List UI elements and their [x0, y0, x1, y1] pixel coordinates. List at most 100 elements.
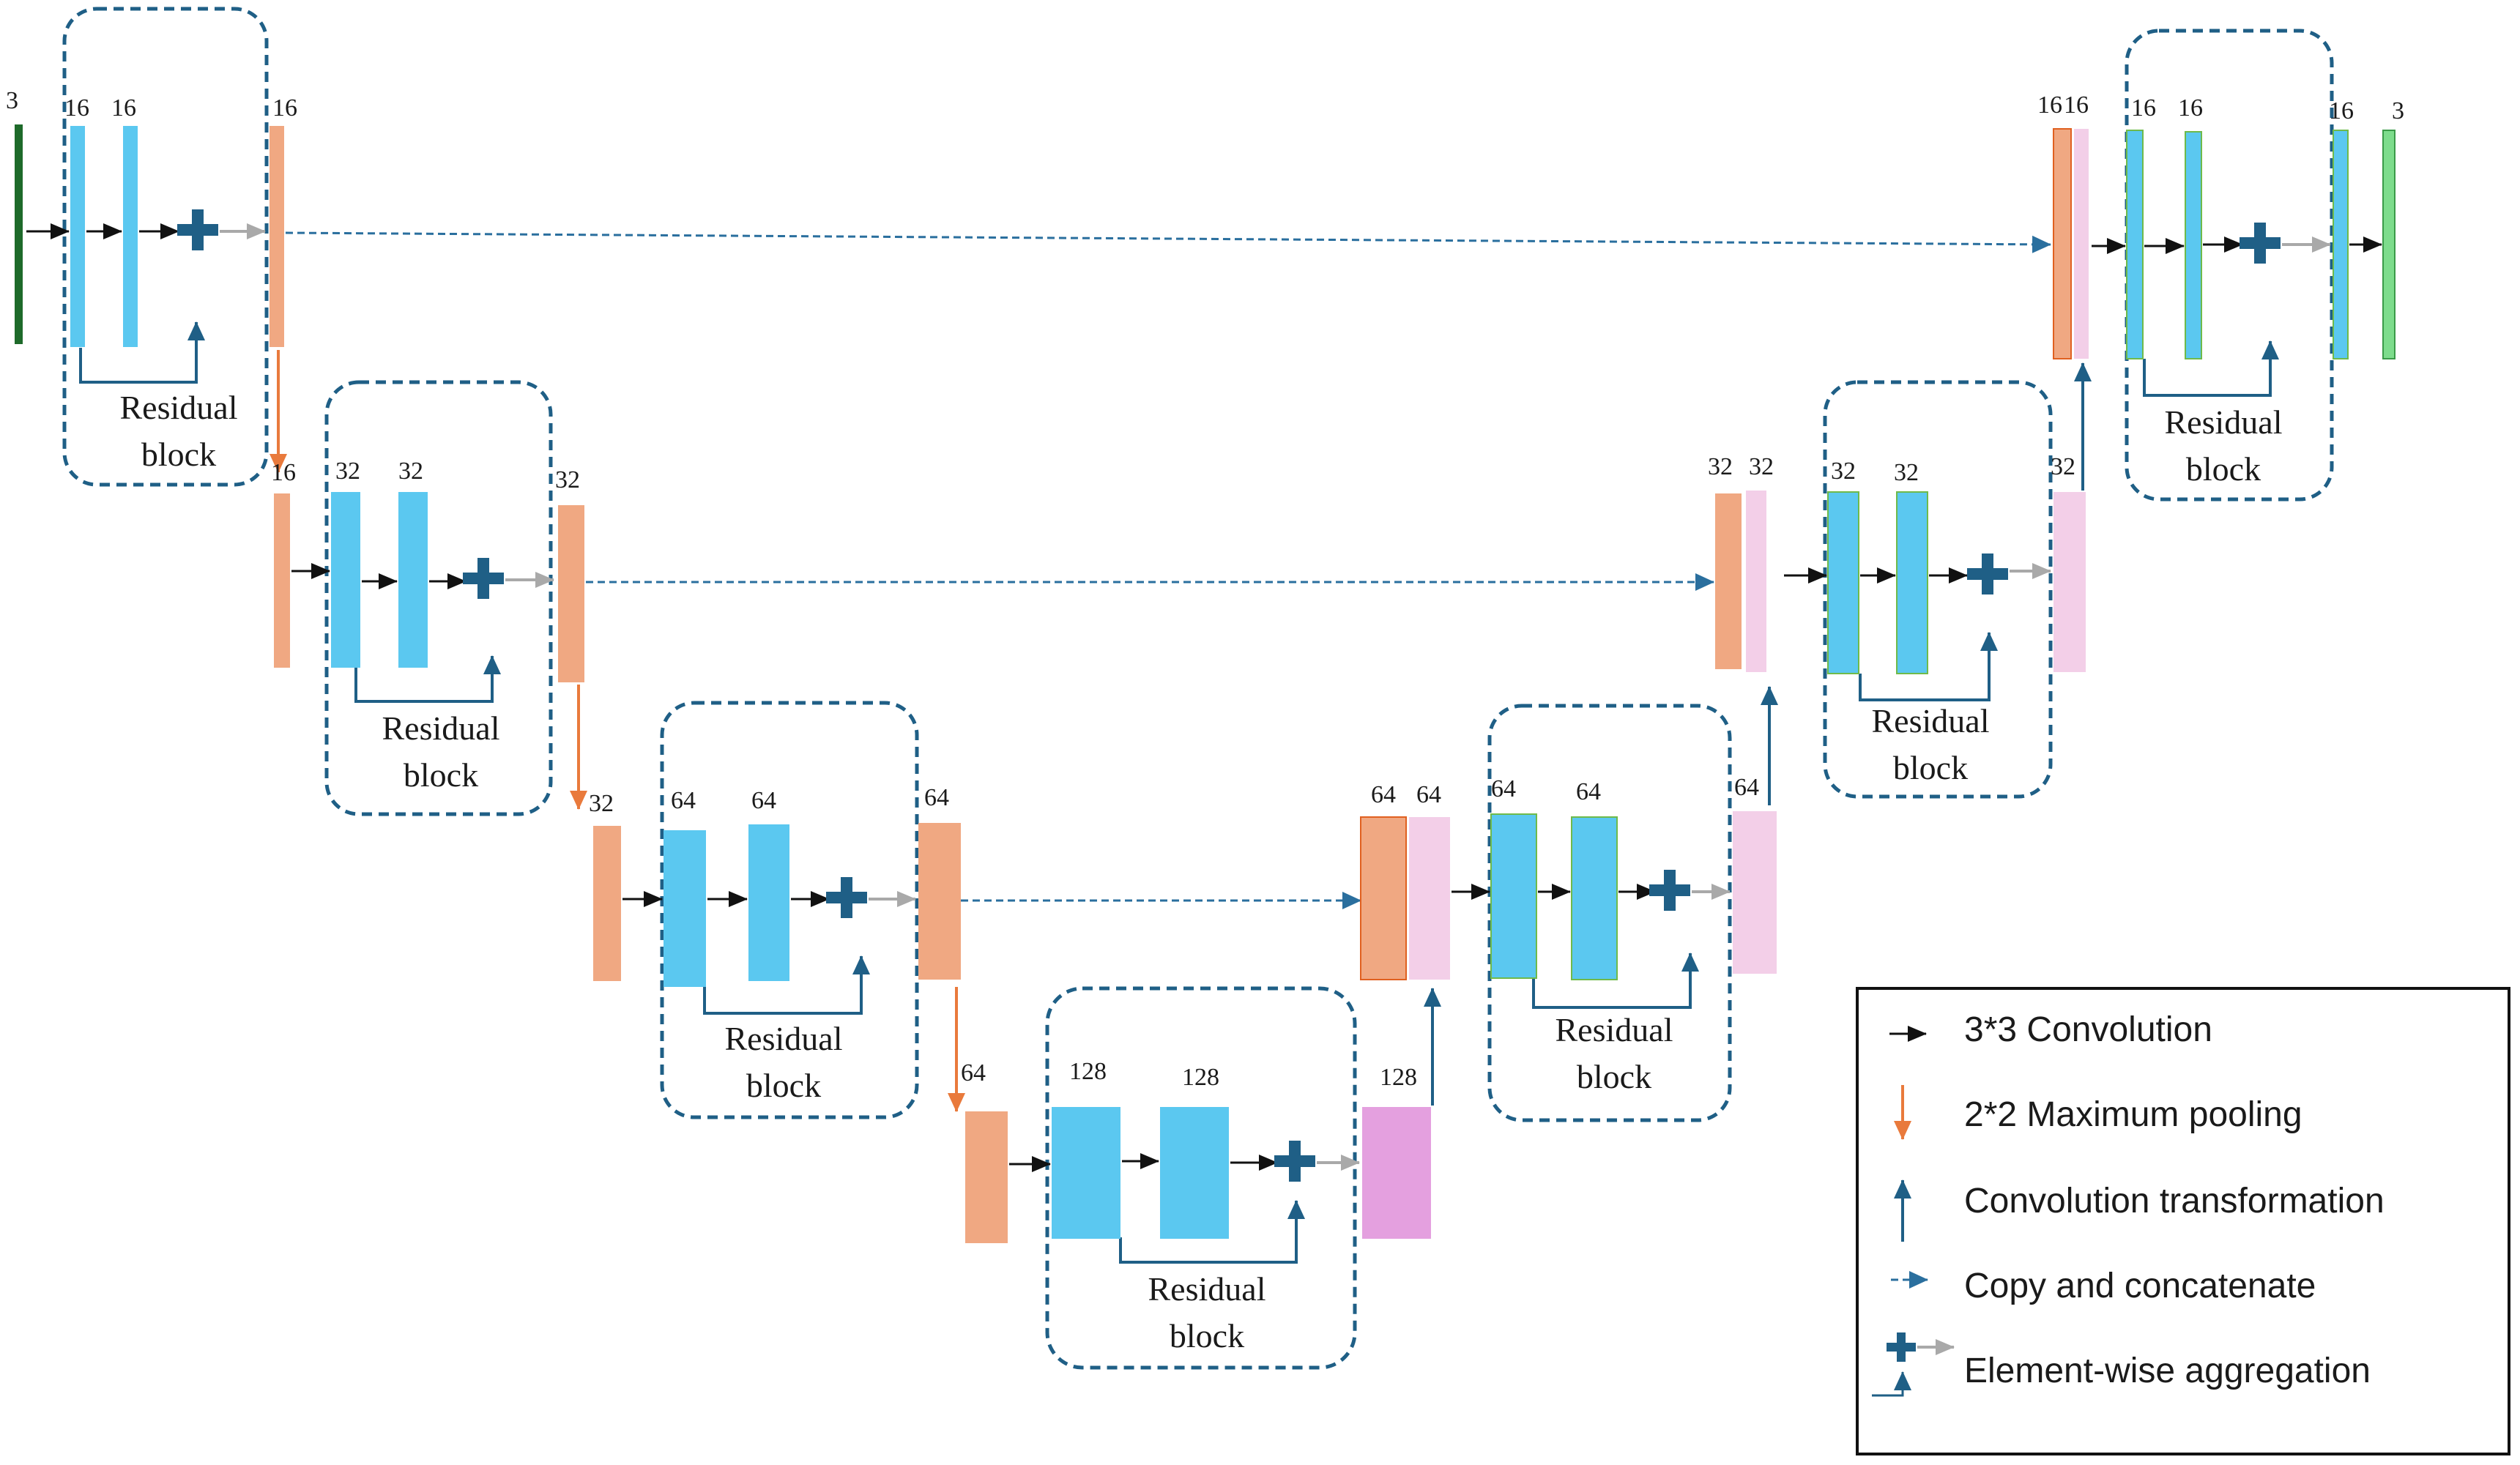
dec2-concat — [1746, 491, 1766, 672]
enc2-conv-b — [398, 492, 428, 668]
channel-label: 128 — [1069, 1058, 1107, 1085]
legend-label-transformation: Convolution transformation — [1964, 1182, 2385, 1220]
copy-arrow-level1 — [285, 231, 2051, 253]
channel-label: 32 — [398, 458, 423, 485]
residual-frame-enc2 — [324, 380, 553, 816]
plus-icon — [1649, 870, 1690, 911]
channel-label: 32 — [1708, 453, 1733, 480]
dec1-concat — [2074, 129, 2089, 359]
plus-icon — [1274, 1141, 1315, 1182]
enc3-out — [918, 823, 961, 980]
residual-label: Residual — [1556, 1011, 1673, 1048]
bott-up — [1362, 1107, 1431, 1239]
channel-label: 64 — [1491, 775, 1516, 802]
residual-label: block — [404, 756, 478, 794]
bott-conv-a — [1052, 1107, 1120, 1239]
residual-frame-dec2 — [1823, 380, 2053, 799]
channel-label: 32 — [1894, 459, 1919, 486]
channel-label: 64 — [671, 787, 696, 814]
aggregation-bott — [1274, 1141, 1360, 1182]
channel-label: 64 — [1734, 774, 1759, 801]
aggregation-enc3 — [826, 877, 916, 918]
enc3-conv-a — [664, 830, 706, 987]
dec3-concat — [1409, 817, 1450, 980]
channel-label: 64 — [1576, 778, 1601, 805]
channel-label: 16 — [2131, 94, 2156, 122]
enc3-in — [593, 826, 621, 981]
residual-label: Residual — [120, 389, 238, 426]
enc2-out — [558, 505, 584, 682]
dec2-conv-b — [1896, 491, 1928, 674]
residual-path-enc1 — [79, 321, 205, 384]
channel-label: 16 — [2037, 92, 2062, 119]
dec1-conv-b — [2185, 131, 2202, 359]
residual-label: block — [746, 1067, 821, 1104]
residual-path-enc3 — [703, 955, 870, 1015]
dec1-conv-a — [2126, 130, 2144, 359]
plus-icon — [1967, 553, 2008, 594]
residual-frame-dec3 — [1487, 704, 1732, 1122]
aggregation-enc2 — [463, 558, 554, 599]
legend: 3*3 Convolution 2*2 Maximum pooling Conv… — [1856, 987, 2510, 1455]
input-bar — [15, 124, 23, 344]
bott-in — [965, 1111, 1008, 1243]
aggregation-enc1 — [177, 209, 266, 250]
legend-label-pooling: 2*2 Maximum pooling — [1964, 1095, 2302, 1134]
enc1-conv-b — [123, 126, 138, 347]
residual-label: Residual — [725, 1020, 843, 1057]
dec3-conv-a — [1490, 813, 1537, 979]
residual-frame-enc1 — [62, 7, 269, 487]
residual-label: Residual — [382, 709, 500, 747]
channel-label: 3 — [6, 87, 18, 114]
enc1-conv-a — [70, 126, 85, 347]
channel-label: 64 — [751, 787, 776, 814]
channel-label: 16 — [2064, 92, 2089, 119]
legend-label-convolution: 3*3 Convolution — [1964, 1010, 2212, 1049]
enc2-conv-a — [331, 492, 360, 668]
bott-conv-b — [1160, 1107, 1229, 1239]
dec1-out — [2333, 130, 2349, 359]
residual-label: Residual — [1148, 1270, 1266, 1308]
dec1-pool — [2053, 128, 2072, 359]
residual-label: block — [1170, 1317, 1244, 1354]
channel-label: 16 — [2178, 94, 2203, 122]
channel-label: 32 — [555, 466, 580, 493]
residual-label: Residual — [1872, 702, 1990, 739]
channel-label: 64 — [1416, 781, 1441, 808]
channel-label: 16 — [271, 459, 296, 486]
channel-label: 64 — [924, 784, 949, 811]
output-bar — [2382, 130, 2396, 359]
channel-label: 16 — [111, 94, 136, 122]
channel-label: 64 — [961, 1059, 986, 1086]
channel-label: 32 — [1831, 458, 1856, 485]
legend-label-copy: Copy and concatenate — [1964, 1267, 2316, 1305]
residual-label: block — [141, 436, 216, 473]
residual-frame-dec1 — [2125, 29, 2334, 502]
residual-label: block — [1577, 1058, 1651, 1095]
channel-label: 128 — [1380, 1064, 1417, 1091]
channel-label: 3 — [2392, 97, 2404, 124]
residual-path-bott — [1119, 1200, 1305, 1264]
residual-path-dec2 — [1859, 632, 1998, 701]
residual-frame-bott — [1045, 986, 1357, 1370]
dec3-up — [1733, 811, 1777, 974]
channel-label: 16 — [272, 94, 297, 122]
channel-label: 128 — [1182, 1064, 1219, 1091]
channel-label: 16 — [64, 94, 89, 122]
legend-box — [1856, 987, 2510, 1455]
plus-icon — [2240, 223, 2281, 264]
dec2-conv-a — [1827, 491, 1859, 674]
aggregation-dec3 — [1649, 870, 1731, 911]
dec3-pool — [1360, 816, 1407, 980]
aggregation-icon — [1872, 1332, 1955, 1397]
legend-label-aggregation: Element-wise aggregation — [1964, 1352, 2371, 1390]
plus-icon — [463, 558, 504, 599]
channel-label: 16 — [2329, 97, 2354, 124]
plus-icon — [826, 877, 867, 918]
channel-label: 32 — [589, 790, 614, 817]
channel-label: 64 — [1371, 781, 1396, 808]
residual-path-dec3 — [1532, 953, 1699, 1009]
dec2-pool — [1715, 493, 1742, 669]
dec2-up — [2053, 492, 2086, 672]
